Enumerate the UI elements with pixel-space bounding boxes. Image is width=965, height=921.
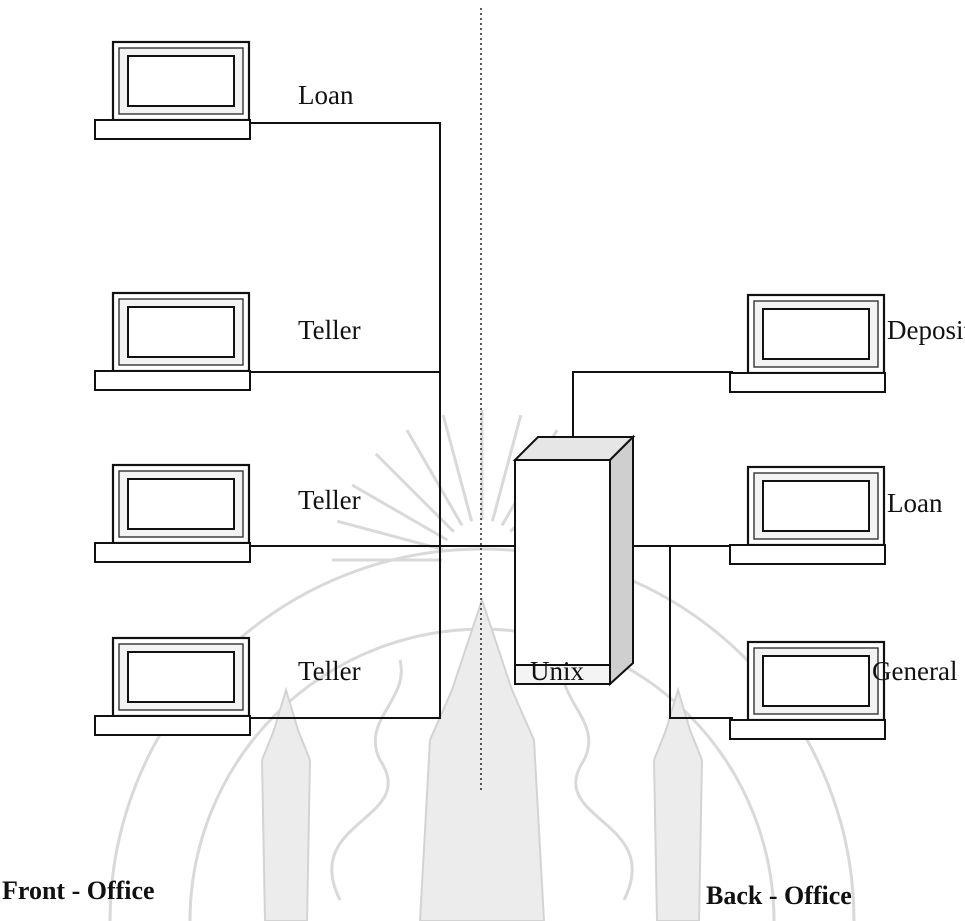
computer-front-teller-3 (94, 636, 251, 736)
seal-left-flourish (330, 659, 403, 901)
label-back-loan: Loan (887, 488, 943, 518)
server-to-deposit-link (572, 371, 733, 437)
screen (127, 651, 235, 703)
seal-central-crown (418, 596, 546, 921)
server-side-face (609, 434, 634, 687)
label-back-deposit: Deposit (887, 315, 965, 345)
keyboard-base (94, 542, 251, 563)
seal-ray (351, 483, 449, 542)
computer-back-loan (729, 465, 886, 565)
network-links (250, 122, 733, 719)
screen (762, 308, 870, 360)
computer-front-teller-2 (94, 463, 251, 563)
seal-outer-ring (108, 547, 856, 921)
keyboard-base (94, 715, 251, 736)
screen (762, 655, 870, 707)
seal-right-flourish (561, 659, 634, 901)
screen (762, 480, 870, 532)
screen (127, 306, 235, 358)
keyboard-base (729, 544, 886, 565)
front-trunk-line (250, 122, 441, 719)
keyboard-base (729, 719, 886, 740)
keyboard-base (729, 372, 886, 393)
computer-front-teller-1 (94, 291, 251, 391)
seal-ray (490, 414, 523, 522)
seal-right-tower (652, 686, 704, 921)
screen (127, 478, 235, 530)
label-back-general: General (872, 656, 957, 686)
server-to-general-link (669, 546, 733, 719)
label-front-teller-3: Teller (298, 656, 361, 686)
computer-back-deposit (729, 293, 886, 393)
unix-server (512, 434, 636, 687)
keyboard-base (94, 119, 251, 140)
label-front-teller-2: Teller (298, 485, 361, 515)
keyboard-base (94, 370, 251, 391)
computer-front-loan (94, 40, 251, 140)
server-base (514, 664, 611, 685)
seal-ray (441, 414, 474, 522)
tower-server-icon (514, 459, 611, 685)
seal-left-tower (260, 686, 312, 921)
seal-ray (336, 519, 444, 552)
region-label-back-office: Back - Office (706, 881, 852, 910)
seal-ray (405, 429, 464, 527)
label-front-teller-1: Teller (298, 315, 361, 345)
label-server-unix: Unix (530, 656, 585, 686)
computer-back-general (729, 640, 886, 740)
label-front-loan: Loan (298, 80, 354, 110)
region-label-front-office: Front - Office (2, 876, 155, 905)
screen (127, 55, 235, 107)
